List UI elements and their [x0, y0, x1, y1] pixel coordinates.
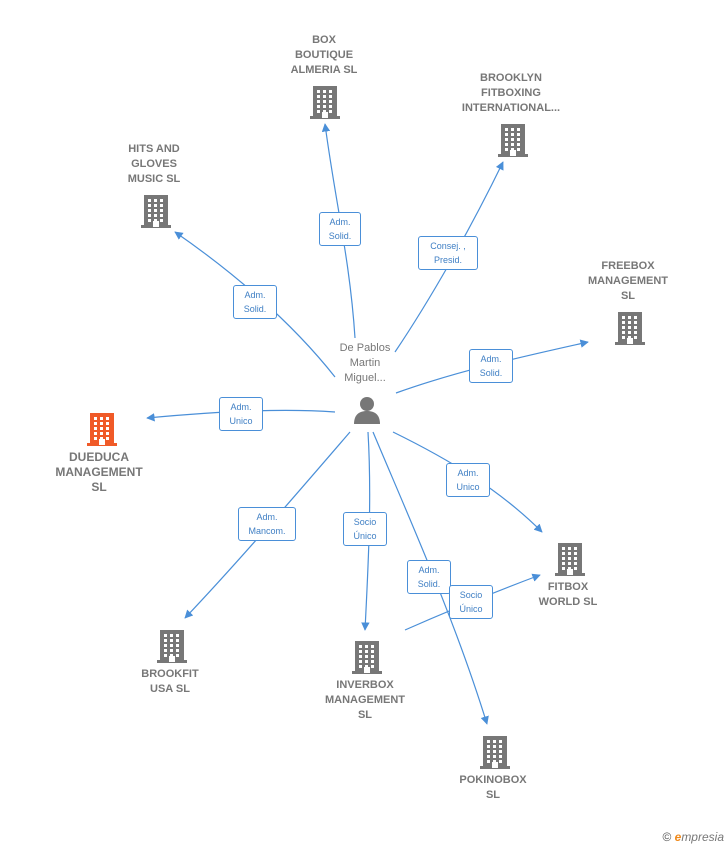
role-badge-inverbox: Socio Único: [343, 512, 387, 546]
person-label: De Pablos Martin Miguel...: [339, 342, 391, 384]
dueduca-building-icon[interactable]: [86, 411, 118, 452]
inverbox-company-label[interactable]: INVERBOX MANAGEMENT SL: [324, 679, 406, 721]
freebox-building-icon[interactable]: [614, 310, 646, 351]
hits-building-icon[interactable]: [140, 193, 172, 234]
freebox-company-label[interactable]: FREEBOX MANAGEMENT SL: [587, 260, 669, 302]
brand-logo: © empresia: [662, 830, 724, 844]
person-node[interactable]: [352, 396, 382, 424]
inverbox-building-icon[interactable]: [351, 639, 383, 680]
pokinobox-company-label[interactable]: POKINOBOX SL: [459, 774, 527, 801]
role-badge-pokinobox: Adm. Solid.: [407, 560, 451, 594]
brookfit-building-icon[interactable]: [156, 628, 188, 669]
box-building-icon[interactable]: [309, 84, 341, 125]
brooklyn-company-label[interactable]: BROOKLYN FITBOXING INTERNATIONAL...: [461, 72, 561, 114]
brooklyn-building-icon[interactable]: [497, 122, 529, 163]
role-badge-inv_fitbox: Socio Único: [449, 585, 493, 619]
role-badge-hits: Adm. Solid.: [233, 285, 277, 319]
pokinobox-building-icon[interactable]: [479, 734, 511, 775]
fitbox-building-icon[interactable]: [554, 541, 586, 582]
hits-company-label[interactable]: HITS AND GLOVES MUSIC SL: [127, 143, 181, 185]
brookfit-company-label[interactable]: BROOKFIT USA SL: [141, 668, 199, 695]
box-company-label[interactable]: BOX BOUTIQUE ALMERIA SL: [290, 34, 358, 76]
role-badge-fitbox: Adm. Unico: [446, 463, 490, 497]
role-badge-dueduca: Adm. Unico: [219, 397, 263, 431]
role-badge-box: Adm. Solid.: [319, 212, 361, 246]
role-badge-brooklyn: Consej. , Presid.: [418, 236, 478, 270]
role-badge-brookfit: Adm. Mancom.: [238, 507, 296, 541]
person-icon: [354, 397, 380, 424]
fitbox-company-label[interactable]: FITBOX WORLD SL: [538, 581, 598, 608]
role-badge-freebox: Adm. Solid.: [469, 349, 513, 383]
dueduca-company-label[interactable]: DUEDUCA MANAGEMENT SL: [55, 450, 143, 494]
